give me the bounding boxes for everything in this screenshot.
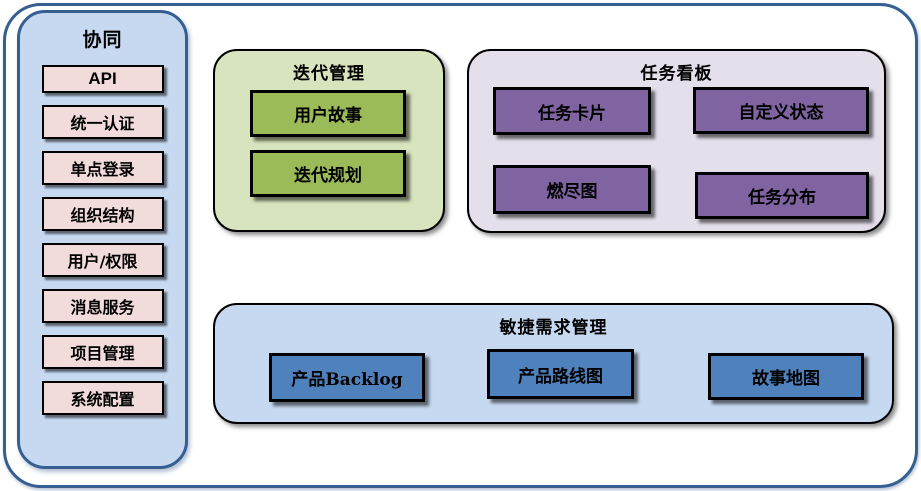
group-agile-requirements: 敏捷需求管理 产品Backlog 产品路线图 故事地图 [213,303,894,424]
feature-task-distribution: 任务分布 [695,172,869,219]
feature-task-card: 任务卡片 [493,87,651,135]
sidebar-item-system-config: 系统配置 [41,381,164,415]
feature-user-story: 用户故事 [250,90,406,137]
feature-product-roadmap: 产品路线图 [487,349,634,399]
sidebar-item-message-service: 消息服务 [41,289,164,323]
sidebar-item-org-structure: 组织结构 [41,197,164,231]
group-iteration-title: 迭代管理 [293,64,365,83]
group-iteration-management: 迭代管理 用户故事 迭代规划 [213,49,445,232]
group-requirements-title: 敏捷需求管理 [499,318,608,337]
sidebar-item-list: API 统一认证 单点登录 组织结构 用户/权限 消息服务 项目管理 系统配置 [41,65,164,415]
sidebar-item-project-management: 项目管理 [41,335,164,369]
sidebar-item-api: API [41,65,164,93]
feature-story-map: 故事地图 [708,353,864,400]
feature-product-backlog: 产品Backlog [269,353,425,402]
group-task-kanban: 任务看板 任务卡片 自定义状态 燃尽图 任务分布 [467,49,886,233]
sidebar-title: 协同 [82,30,123,51]
feature-iteration-planning: 迭代规划 [250,150,406,197]
sidebar-item-sso: 单点登录 [41,151,164,185]
sidebar-collaboration-panel: 协同 API 统一认证 单点登录 组织结构 用户/权限 消息服务 项目管理 系统… [17,10,188,469]
sidebar-item-user-permission: 用户/权限 [41,243,164,277]
feature-burndown-chart: 燃尽图 [493,165,651,214]
feature-custom-status: 自定义状态 [693,87,869,134]
sidebar-item-unified-auth: 统一认证 [41,105,164,139]
group-kanban-title: 任务看板 [640,64,713,83]
